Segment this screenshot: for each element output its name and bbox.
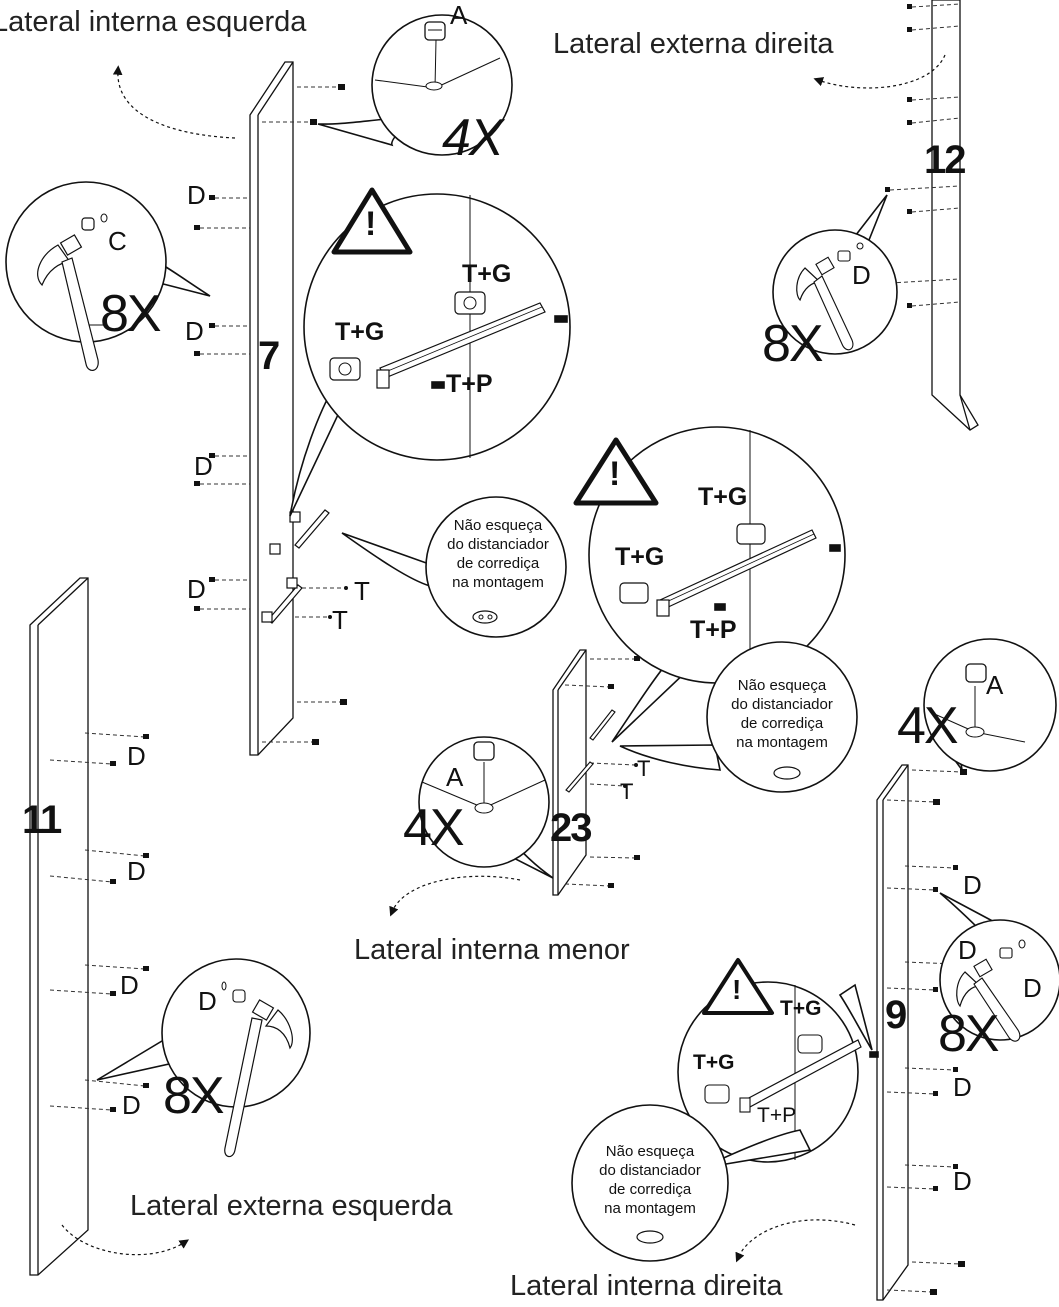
note-line: Não esqueça xyxy=(737,677,827,694)
callout-d-bottom-left xyxy=(96,958,311,1158)
part-letter-d: D xyxy=(852,260,871,290)
warning-icon-bottom xyxy=(702,958,774,1015)
title-lateral-interna-menor: Lateral interna menor xyxy=(354,934,630,966)
part-letter-d: D xyxy=(122,1090,141,1120)
multiplier-4x-right: 4X xyxy=(897,697,959,755)
warning-mark: ! xyxy=(365,205,377,243)
warning-icon-top xyxy=(331,187,413,255)
callout-slide-bottom xyxy=(677,981,879,1163)
callout-d-right-top xyxy=(772,194,898,355)
part-letter-d: D xyxy=(963,870,982,900)
title-lateral-interna-esquerda: Lateral interna esquerda xyxy=(0,6,307,38)
note-center: Não esqueça do distanciador de corrediça… xyxy=(712,676,852,752)
multiplier-8x-left: 8X xyxy=(100,285,162,343)
note-line: do distanciador xyxy=(731,696,833,713)
note-line: do distanciador xyxy=(599,1162,701,1179)
panel-number-11: 11 xyxy=(22,798,62,842)
label-tp: T+P xyxy=(690,616,737,644)
title-lateral-interna-direita: Lateral interna direita xyxy=(510,1270,783,1302)
multiplier-8x-bottom-left: 8X xyxy=(163,1067,225,1125)
multiplier-4x-top: 4X xyxy=(442,109,504,167)
callout-note-top xyxy=(341,496,567,638)
note-line: Não esqueça xyxy=(453,517,543,534)
panel-7-slides xyxy=(261,509,330,624)
part-letter-t: T xyxy=(637,756,651,781)
warning-mark: ! xyxy=(609,455,621,493)
part-letter-d: D xyxy=(194,451,213,481)
panel-number-23: 23 xyxy=(550,806,592,850)
callout-a-right xyxy=(923,638,1057,772)
warning-icon-center xyxy=(573,437,659,506)
label-tg: T+G xyxy=(780,997,822,1020)
panel-number-7: 7 xyxy=(258,334,280,378)
callout-c-left xyxy=(5,181,211,371)
part-letter-d: D xyxy=(187,574,206,604)
part-letter-a: A xyxy=(986,670,1004,700)
note-line: Não esqueça xyxy=(605,1143,695,1160)
label-tg: T+G xyxy=(462,260,512,288)
callout-note-bottom xyxy=(571,1104,812,1262)
multiplier-8x-right-top: 8X xyxy=(762,315,824,373)
label-tg: T+G xyxy=(615,543,665,571)
part-letter-d: D xyxy=(187,180,206,210)
part-letter-d: D xyxy=(127,856,146,886)
part-letter-d: D xyxy=(958,935,977,965)
callout-slide-top xyxy=(289,193,571,517)
note-line: do distanciador xyxy=(447,536,549,553)
panel-12 xyxy=(931,0,979,431)
note-line: na montagem xyxy=(736,734,828,751)
panel-23 xyxy=(552,649,587,896)
title-lateral-externa-esquerda: Lateral externa esquerda xyxy=(130,1190,453,1222)
panel-7 xyxy=(249,61,294,756)
part-letter-t: T xyxy=(332,605,348,635)
callout-note-center xyxy=(619,641,858,793)
panel-11 xyxy=(29,577,89,1276)
part-letter-d: D xyxy=(1023,973,1042,1003)
note-top: Não esqueça do distanciador de corrediça… xyxy=(428,516,568,592)
part-letter-a: A xyxy=(446,762,464,792)
warning-mark: ! xyxy=(732,974,742,1005)
panel-7-screws xyxy=(200,86,346,743)
label-tg: T+G xyxy=(335,318,385,346)
callout-slide-center xyxy=(588,426,846,743)
note-line: de corrediça xyxy=(608,1181,692,1198)
part-letter-d: D xyxy=(127,741,146,771)
callout-a-center xyxy=(418,736,554,879)
note-bottom: Não esqueça do distanciador de corrediça… xyxy=(580,1142,720,1218)
dashed-arrows xyxy=(61,54,946,1263)
label-tp: T+P xyxy=(757,1104,797,1127)
part-letter-t: T xyxy=(354,576,370,606)
note-line: de corrediça xyxy=(456,555,540,572)
multiplier-8x-right: 8X xyxy=(938,1005,1000,1063)
note-line: de corrediça xyxy=(740,715,824,732)
callout-a-top xyxy=(317,14,513,156)
callout-d-right xyxy=(939,892,1059,1042)
panel-9 xyxy=(876,764,909,1301)
part-letter-d: D xyxy=(953,1072,972,1102)
part-letter-d: D xyxy=(185,316,204,346)
note-line: na montagem xyxy=(452,574,544,591)
part-letter-c: C xyxy=(108,226,127,256)
label-tg: T+G xyxy=(693,1051,735,1074)
panel-number-12: 12 xyxy=(924,138,966,182)
title-lateral-externa-direita: Lateral externa direita xyxy=(553,28,834,60)
part-letter-t: T xyxy=(620,779,634,804)
part-letter-d: D xyxy=(198,986,217,1016)
multiplier-4x-center: 4X xyxy=(403,799,465,857)
part-letter-d: D xyxy=(953,1166,972,1196)
label-tp: T+P xyxy=(446,370,493,398)
part-letter-a: A xyxy=(450,0,468,30)
label-tg: T+G xyxy=(698,483,748,511)
part-letter-d: D xyxy=(120,970,139,1000)
panel-number-9: 9 xyxy=(885,993,907,1037)
note-line: na montagem xyxy=(604,1200,696,1217)
